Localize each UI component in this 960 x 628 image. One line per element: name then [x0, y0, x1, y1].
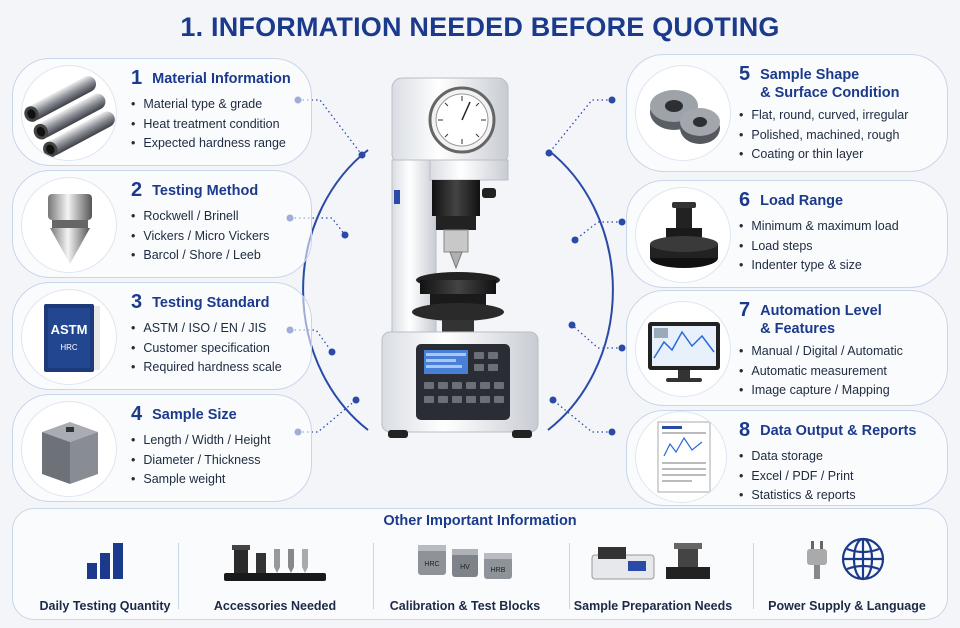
steel-tubes-icon — [21, 65, 117, 161]
test-blocks-icon: HRC HV HRB — [418, 545, 512, 579]
list-item: Data storage — [739, 447, 916, 467]
list-item: Expected hardness range — [131, 134, 291, 154]
other-item-label: Calibration & Test Blocks — [389, 599, 541, 613]
svg-text:HRB: HRB — [491, 567, 506, 574]
section-title: Sample Size — [152, 407, 237, 423]
list-item: Rockwell / Brinell — [131, 207, 269, 227]
section-number: 2 — [131, 179, 143, 201]
list-item: Manual / Digital / Automatic — [739, 342, 902, 362]
metal-cube-icon — [21, 401, 117, 497]
page-title: 1. INFORMATION NEEDED BEFORE QUOTING — [180, 12, 780, 42]
list-item: Vickers / Micro Vickers — [131, 227, 269, 247]
list-item: Material type & grade — [131, 95, 291, 115]
other-item-power-language: Power Supply & Language — [757, 535, 937, 619]
anvil-icon — [635, 187, 731, 283]
list-item: Heat treatment condition — [131, 115, 291, 135]
section-title: Testing Method — [152, 183, 259, 199]
list-item: Automatic measurement — [739, 362, 903, 382]
hardness-tester-icon — [381, 77, 539, 438]
indenter-set-icon — [224, 545, 326, 581]
prep-machine-icon — [591, 543, 710, 580]
other-item-daily-testing: Daily Testing Quantity — [15, 535, 195, 619]
list-item: Load steps — [739, 237, 899, 257]
section-sample-shape: 5 Sample Shape& Surface Condition Flat, … — [626, 54, 948, 172]
section-number: 6 — [739, 189, 751, 211]
svg-text:HRC: HRC — [424, 561, 439, 568]
report-sheet-icon — [635, 411, 727, 503]
section-number: 8 — [739, 419, 751, 441]
section-testing-standard: ASTM HRC 3 Testing Standard ASTM / ISO / … — [12, 282, 312, 390]
list-item: Diameter / Thickness — [131, 451, 271, 471]
right-arc — [547, 149, 614, 431]
svg-text:HV: HV — [460, 564, 470, 571]
plug-globe-icon — [807, 537, 885, 581]
indenter-cone-icon — [21, 177, 117, 273]
section-title: Load Range — [760, 193, 844, 209]
other-information-panel: Other Important Information Daily Testin… — [12, 508, 948, 620]
metal-rings-icon — [635, 65, 731, 161]
left-arc — [302, 149, 369, 431]
other-item-label: Power Supply & Language — [768, 599, 926, 613]
bar-chart-icon — [87, 543, 123, 579]
section-title: Data Output & Reports — [760, 423, 917, 439]
other-item-calibration: HRC HV HRB Calibration & Test Blocks — [375, 535, 555, 619]
section-title: Automation Level& Features — [760, 303, 882, 337]
section-number: 5 — [739, 63, 751, 85]
standard-book-icon: ASTM HRC — [21, 289, 117, 385]
section-title: Material Information — [152, 71, 291, 87]
list-item: Flat, round, curved, irregular — [739, 106, 908, 126]
other-item-accessories: Accessories Needed — [185, 535, 365, 619]
list-item: Barcol / Shore / Leeb — [131, 246, 269, 266]
svg-text:HRC: HRC — [60, 343, 78, 352]
list-item: Length / Width / Height — [131, 431, 270, 451]
other-item-label: Daily Testing Quantity — [39, 599, 171, 613]
section-number: 1 — [131, 67, 143, 89]
section-number: 3 — [131, 291, 143, 313]
other-item-label: Accessories Needed — [213, 599, 337, 613]
list-item: Required hardness scale — [131, 358, 281, 378]
other-item-label: Sample Preparation Needs — [573, 599, 733, 613]
section-load-range: 6 Load Range Minimum & maximum load Load … — [626, 180, 948, 288]
section-title: Sample Shape& Surface Condition — [760, 67, 900, 101]
list-item: Image capture / Mapping — [739, 381, 903, 401]
list-item: Polished, machined, rough — [739, 126, 908, 146]
list-item: ASTM / ISO / EN / JIS — [131, 319, 282, 339]
other-item-sample-prep: Sample Preparation Needs — [563, 535, 743, 619]
section-automation-level: 7 Automation Level& Features Manual / Di… — [626, 290, 948, 406]
list-item: Minimum & maximum load — [739, 217, 898, 237]
list-item: Indenter type & size — [739, 256, 899, 276]
other-information-title: Other Important Information — [383, 513, 577, 529]
list-item: Sample weight — [131, 470, 271, 490]
section-testing-method: 2 Testing Method Rockwell / Brinell Vicke… — [12, 170, 312, 278]
section-material-information: 1 Material Information Material type & gr… — [12, 58, 312, 166]
section-title: Testing Standard — [152, 295, 270, 311]
list-item: Excel / PDF / Print — [739, 467, 916, 487]
list-item: Customer specification — [131, 339, 282, 359]
section-sample-size: 4 Sample Size Length / Width / Height Dia… — [12, 394, 312, 502]
monitor-icon — [635, 301, 731, 397]
svg-text:ASTM: ASTM — [51, 322, 88, 337]
list-item: Coating or thin layer — [739, 145, 908, 165]
section-number: 4 — [131, 403, 143, 425]
list-item: Statistics & reports — [739, 486, 916, 506]
section-number: 7 — [739, 299, 751, 321]
section-data-output: 8 Data Output & Reports Data storage Exce… — [626, 410, 948, 506]
